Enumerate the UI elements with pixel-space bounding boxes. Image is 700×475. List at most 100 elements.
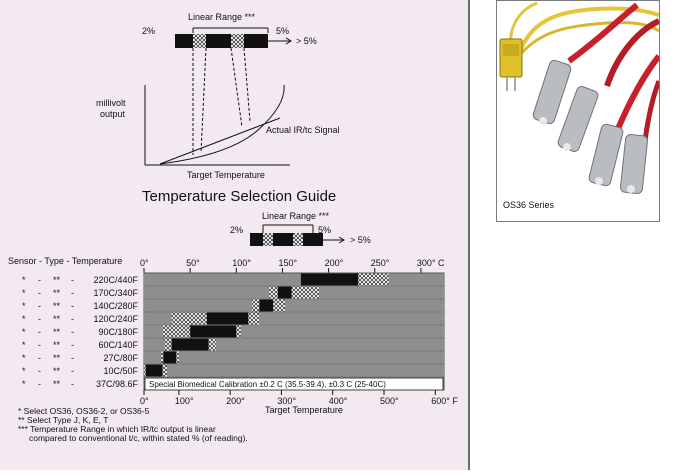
range-segment-black <box>145 364 163 377</box>
ir-signal-curve <box>159 84 285 165</box>
top-right-pct: 5% <box>276 26 289 36</box>
row-dash: - <box>38 353 41 363</box>
photo-caption: OS36 Series <box>503 200 555 210</box>
range-segment-black <box>206 312 249 325</box>
range-segment-hatch <box>167 325 181 338</box>
projection-lines <box>192 47 251 155</box>
chart-rows: *-**-220C/440F*-**-170C/340F*-**-140C/28… <box>22 273 445 391</box>
row-range-label: 170C/340F <box>93 288 138 298</box>
range-segment-black <box>259 299 274 312</box>
bottom-axis-tick-label: 600° F <box>431 396 458 406</box>
range-segment-hatch <box>248 312 260 325</box>
row-dash: - <box>38 340 41 350</box>
row-range-label: 37C/98.6F <box>96 379 139 389</box>
range-segment-gray <box>144 351 161 364</box>
top-left-pct: 2% <box>142 26 155 36</box>
signal-axes <box>144 85 290 166</box>
range-segment-black <box>163 351 177 364</box>
top-axis-tick-label: 300° C <box>417 258 445 268</box>
range-segment-black <box>171 338 209 351</box>
guide-title: Temperature Selection Guide <box>142 188 336 205</box>
row-dash: - <box>71 366 74 376</box>
guide-x-axis-label: Target Temperature <box>265 405 343 415</box>
range-segment-hatch <box>252 299 260 312</box>
row-sensor-mark: * <box>22 379 26 389</box>
row-dash: - <box>38 314 41 324</box>
row-dash: - <box>38 366 41 376</box>
range-segment-hatch <box>171 312 191 325</box>
top-axis-tick-label: 100° <box>232 258 251 268</box>
range-segment-gray <box>144 338 165 351</box>
row-range-label: 140C/280F <box>93 301 138 311</box>
row-dash: - <box>71 288 74 298</box>
row-dash: - <box>38 379 41 389</box>
top-x-axis-label: Target Temperature <box>187 170 265 180</box>
row-sensor-mark: * <box>22 353 26 363</box>
range-segment-gray <box>144 325 163 338</box>
row-sensor-mark: * <box>22 301 26 311</box>
row-dash: - <box>71 379 74 389</box>
range-segment-gray <box>144 299 252 312</box>
range-segment-hatch <box>208 338 216 351</box>
range-segment-black <box>190 325 237 338</box>
range-segment-hatch <box>358 273 389 286</box>
row-range-label: 10C/50F <box>103 366 138 376</box>
footnote-1: * Select OS36, OS36-2, or OS36-5 <box>18 406 150 416</box>
range-segment-gray <box>259 312 444 325</box>
top-linear-range-label: Linear Range *** <box>188 12 256 22</box>
row-type-mark: ** <box>53 275 61 285</box>
range-segment-gray <box>216 338 444 351</box>
product-photo-card: OS36 Series <box>496 0 662 222</box>
product-photo <box>497 1 662 196</box>
range-segment-gray <box>319 286 444 299</box>
row-sensor-mark: * <box>22 275 26 285</box>
bottom-axis-tick-label: 500° <box>380 396 399 406</box>
row-dash: - <box>71 301 74 311</box>
range-segment-gray <box>240 325 444 338</box>
row-dash: - <box>71 327 74 337</box>
row-dash: - <box>71 340 74 350</box>
connector-icon <box>499 38 523 91</box>
footnotes: * Select OS36, OS36-2, or OS36-5 ** Sele… <box>18 407 248 443</box>
range-segment-hatch <box>268 286 278 299</box>
guide-left-pct: 2% <box>230 225 243 235</box>
row-type-mark: ** <box>53 314 61 324</box>
range-segment-hatch <box>164 338 172 351</box>
row-type-mark: ** <box>53 353 61 363</box>
guide-linear-range-label: Linear Range *** <box>262 211 330 221</box>
range-segment-hatch <box>190 312 207 325</box>
range-segment-gray <box>144 312 172 325</box>
range-segment-hatch <box>144 364 146 377</box>
range-segment-gray <box>179 351 445 364</box>
row-dash: - <box>71 275 74 285</box>
range-segment-hatch <box>291 286 320 299</box>
linear-reference-line <box>159 117 281 165</box>
range-segment-gray <box>388 273 444 286</box>
biomedical-note: Special Biomedical Calibration ±0.2 C (3… <box>149 380 386 389</box>
top-axis-tick-label: 200° <box>325 258 344 268</box>
guide-right-pct: 5% <box>318 225 331 235</box>
row-type-mark: ** <box>53 301 61 311</box>
footnote-3-line2: compared to conventional t/c, within sta… <box>29 433 248 443</box>
row-range-label: 120C/240F <box>93 314 138 324</box>
row-dash: - <box>38 301 41 311</box>
row-dash: - <box>71 314 74 324</box>
row-range-label: 27C/80F <box>103 353 138 363</box>
curve-label: Actual IR/tc Signal <box>266 125 340 135</box>
row-sensor-mark: * <box>22 366 26 376</box>
top-axis-celsius: 0°50°100°150°200°250°300° C <box>140 258 445 273</box>
top-axis-tick-label: 50° <box>186 258 200 268</box>
row-dash: - <box>38 327 41 337</box>
row-sensor-mark: * <box>22 314 26 324</box>
row-sensor-mark: * <box>22 288 26 298</box>
top-axis-tick-label: 150° <box>278 258 297 268</box>
y-axis-label-line2: output <box>100 109 126 119</box>
range-segment-hatch <box>160 351 164 364</box>
range-segment-gray <box>144 286 269 299</box>
biomedical-note-box <box>144 377 444 391</box>
range-segment-black <box>277 286 292 299</box>
range-segment-hatch <box>180 325 191 338</box>
row-dash: - <box>38 275 41 285</box>
footnote-2: ** Select Type J, K, E, T <box>18 415 109 425</box>
row-dash: - <box>38 288 41 298</box>
